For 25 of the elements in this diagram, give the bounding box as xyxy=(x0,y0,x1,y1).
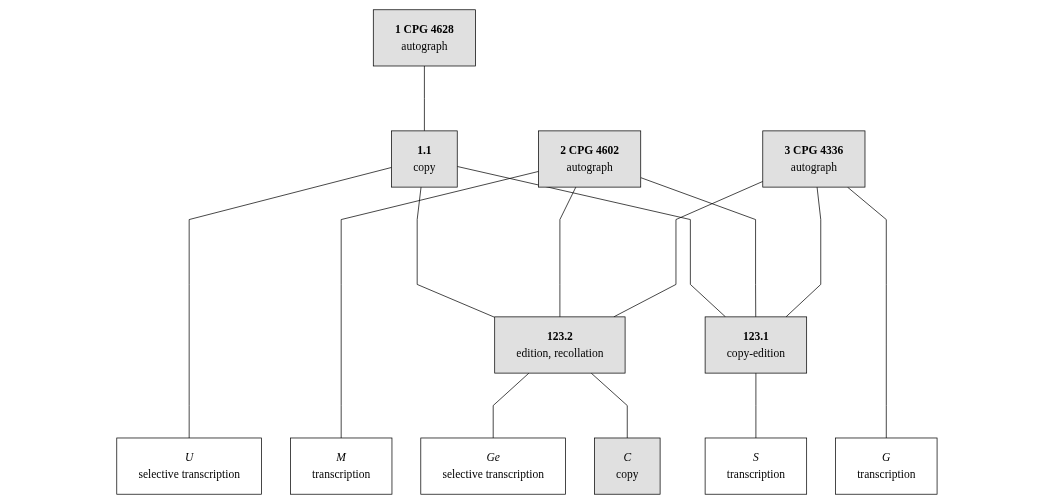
node-box: G transcription xyxy=(835,437,938,495)
connector xyxy=(590,372,628,439)
connector xyxy=(492,372,530,439)
connector xyxy=(416,186,496,318)
node-box: S transcription xyxy=(704,437,808,495)
connector xyxy=(424,65,425,132)
connector xyxy=(188,167,392,439)
node-box: 1 CPG 4628 autograph xyxy=(373,9,476,67)
connector xyxy=(456,166,726,318)
node-box: Ge selective transcription xyxy=(420,437,566,495)
node-box: C copy xyxy=(594,437,661,495)
connector xyxy=(755,372,757,439)
node-box: 3 CPG 4336 autograph xyxy=(762,130,866,188)
node-box: 123.1 copy-edition xyxy=(704,316,808,374)
connector xyxy=(559,186,577,318)
connector xyxy=(785,186,822,318)
node-box: 123.2 edition, recollation xyxy=(494,316,626,374)
node-box: U selective transcription xyxy=(116,437,262,495)
connector xyxy=(847,186,887,439)
node-box: 1.1 copy xyxy=(391,130,458,188)
connector xyxy=(613,181,764,318)
node-box: M transcription xyxy=(290,437,393,495)
connector xyxy=(640,177,757,318)
node-box: 2 CPG 4602 autograph xyxy=(538,130,642,188)
connector xyxy=(340,171,539,439)
